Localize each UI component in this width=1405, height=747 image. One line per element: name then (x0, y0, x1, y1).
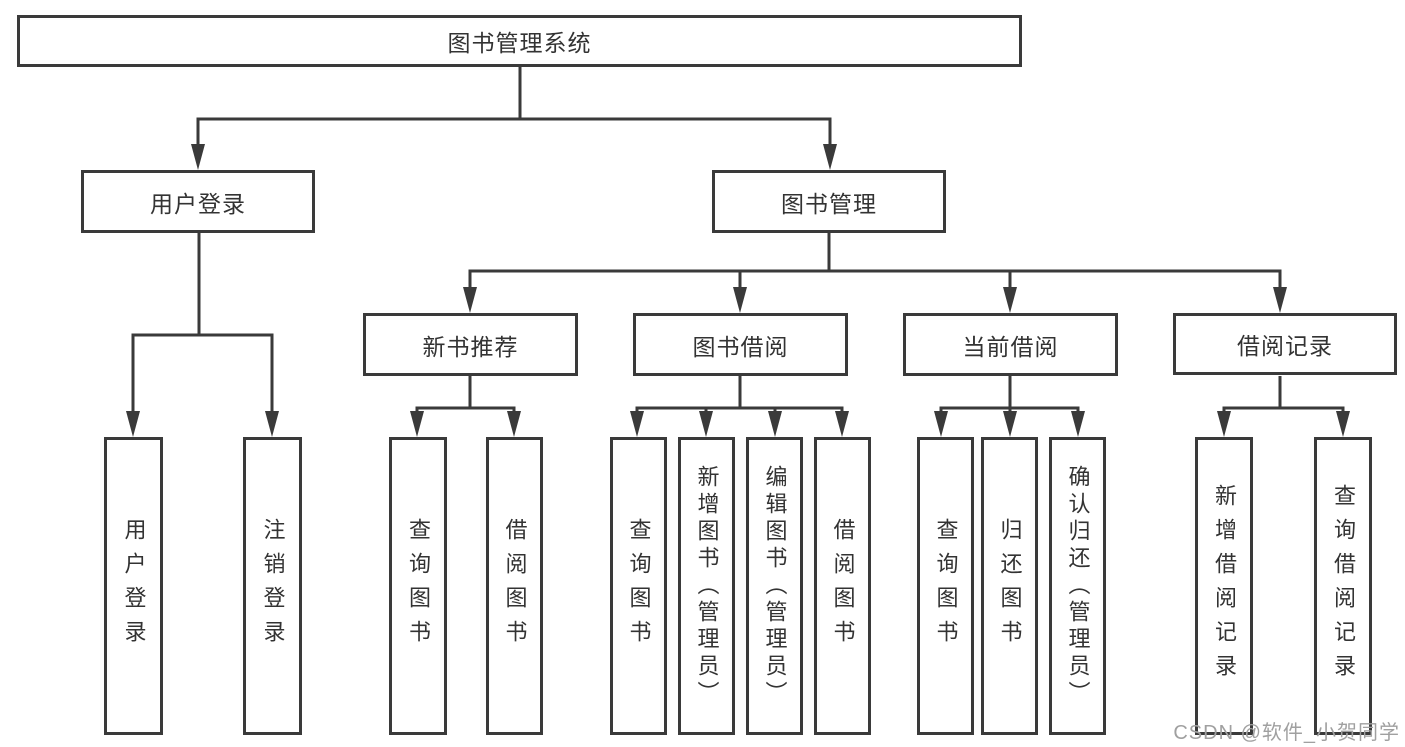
node-nb-query-books: 查询图书 (389, 437, 447, 735)
node-current-borrow-label: 当前借阅 (962, 333, 1059, 360)
node-bb-add-books-label: 新增图书（管理员） (694, 464, 720, 708)
node-nb-borrow-books-label: 借阅图书 (502, 518, 528, 654)
node-bb-borrow-books-label: 借阅图书 (830, 518, 856, 654)
node-new-book-recommend: 新书推荐 (363, 313, 578, 376)
node-user-login-group: 用户登录 (81, 170, 315, 233)
node-logout-label: 注销登录 (260, 518, 286, 654)
node-current-borrow: 当前借阅 (903, 313, 1118, 376)
node-nb-query-books-label: 查询图书 (406, 518, 431, 654)
node-book-borrow-label: 图书借阅 (692, 333, 789, 360)
node-br-query-record: 查询借阅记录 (1314, 437, 1372, 735)
node-user-login-group-label: 用户登录 (150, 190, 246, 217)
node-br-add-record: 新增借阅记录 (1195, 437, 1253, 735)
node-cb-confirm-return-label: 确认归还（管理员） (1065, 464, 1091, 708)
node-book-borrow: 图书借阅 (633, 313, 848, 376)
node-user-login: 用户登录 (104, 437, 163, 735)
node-book-management-label: 图书管理 (781, 190, 877, 217)
node-bb-add-books: 新增图书（管理员） (678, 437, 735, 735)
node-borrow-records-label: 借阅记录 (1237, 333, 1333, 359)
node-cb-query-books: 查询图书 (917, 437, 974, 735)
node-borrow-records: 借阅记录 (1173, 313, 1397, 375)
node-br-add-record-label: 新增借阅记录 (1212, 484, 1237, 688)
node-logout: 注销登录 (243, 437, 302, 735)
node-bb-edit-books: 编辑图书（管理员） (746, 437, 803, 735)
node-cb-return-books-label: 归还图书 (997, 518, 1023, 654)
node-cb-return-books: 归还图书 (981, 437, 1038, 735)
node-root: 图书管理系统 (17, 15, 1022, 67)
csdn-watermark: CSDN @软件_小贺同学 (1173, 722, 1400, 744)
node-br-query-record-label: 查询借阅记录 (1331, 484, 1356, 688)
node-book-management: 图书管理 (712, 170, 946, 233)
node-cb-query-books-label: 查询图书 (933, 518, 959, 654)
node-cb-confirm-return: 确认归还（管理员） (1049, 437, 1106, 735)
node-bb-query-books: 查询图书 (610, 437, 667, 735)
node-bb-borrow-books: 借阅图书 (814, 437, 871, 735)
node-bb-edit-books-label: 编辑图书（管理员） (762, 464, 788, 708)
node-root-label: 图书管理系统 (447, 30, 592, 56)
node-bb-query-books-label: 查询图书 (626, 518, 652, 654)
node-nb-borrow-books: 借阅图书 (486, 437, 543, 735)
node-new-book-recommend-label: 新书推荐 (422, 333, 519, 360)
node-user-login-label: 用户登录 (121, 518, 147, 654)
arrowhead-icons (126, 144, 1350, 437)
